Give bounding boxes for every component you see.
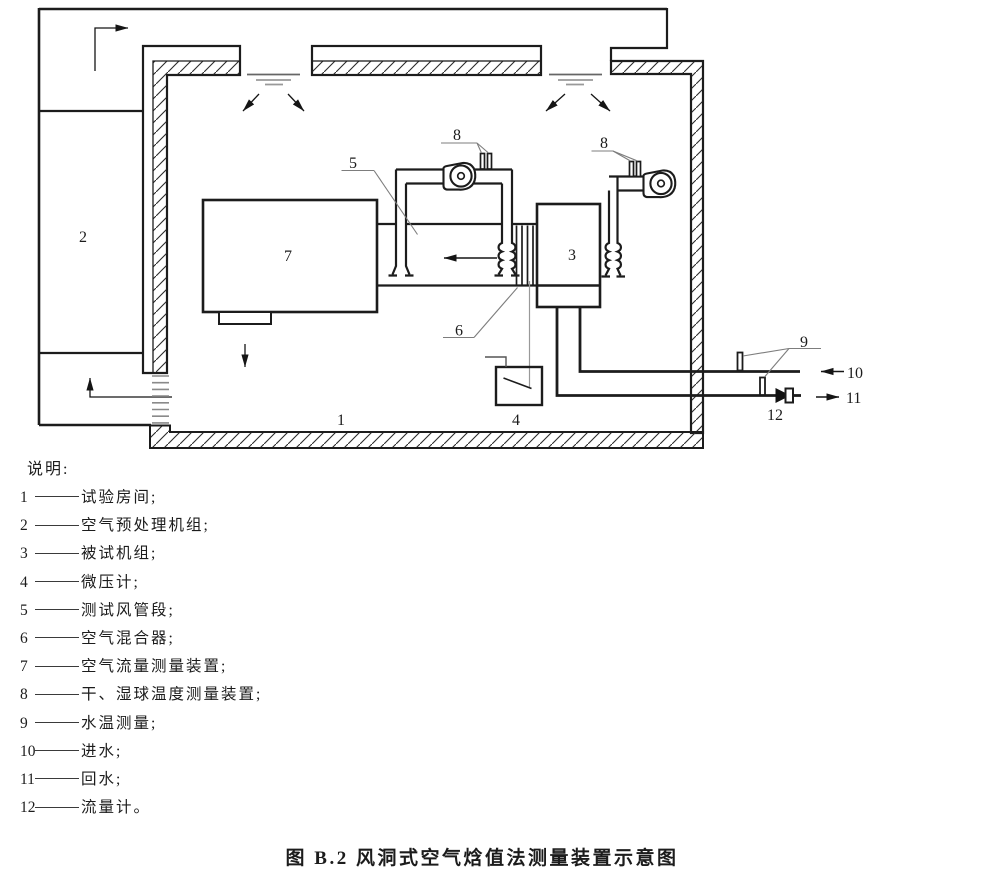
- sampling-fan: [442, 161, 477, 191]
- supply-flow-arrow: [94, 24, 129, 71]
- water-temp-sensor-return: [759, 376, 766, 396]
- dry-wet-bulb-sensor: [479, 152, 486, 170]
- label-8-duct: 8: [453, 127, 461, 144]
- label-4: 4: [512, 412, 520, 429]
- unit-under-test: 3: [535, 202, 602, 309]
- airflow-arrows-duct: [86, 24, 172, 398]
- device-outlet: [218, 311, 272, 325]
- room-walls: [141, 44, 705, 449]
- wall-right-ceiling: [609, 59, 705, 435]
- legend-dash: [35, 552, 79, 554]
- return-flow-arrow: [86, 377, 172, 398]
- test-duct: [377, 222, 537, 287]
- sampling-loop-outlet: 8: [591, 135, 677, 278]
- airflow-measure-device: 7: [201, 198, 379, 368]
- dry-wet-bulb-sensor: [635, 160, 642, 178]
- legend-dash: [35, 721, 79, 723]
- label-2: 2: [79, 229, 87, 246]
- ceiling-diffuser-left: [242, 73, 305, 112]
- legend-dash: [35, 637, 79, 639]
- label-11: 11: [846, 390, 861, 407]
- legend-dash: [35, 750, 79, 752]
- sampling-loop-duct: 8 5: [341, 127, 520, 277]
- ceiling-diffuser-right: [545, 73, 611, 112]
- label-6: 6: [455, 323, 463, 340]
- legend-dash: [35, 778, 79, 780]
- legend-title: 说明:: [27, 461, 70, 478]
- dry-wet-bulb-sensor: [486, 152, 493, 170]
- outer-duct: [37, 7, 669, 427]
- micro-manometer: 4 6: [443, 281, 544, 429]
- flow-meter: [775, 388, 791, 403]
- label-12: 12: [767, 407, 783, 424]
- label-10: 10: [847, 365, 863, 382]
- water-temp-sensor-inlet: [736, 351, 744, 372]
- label-3: 3: [568, 247, 576, 264]
- legend-dash: [35, 496, 79, 498]
- label-8-outlet: 8: [600, 135, 608, 152]
- legend-dash: [35, 581, 79, 582]
- legend-dash: [35, 806, 79, 808]
- legend-dash: [35, 524, 79, 526]
- figure-diagram: 7 3 9 10 11 12: [37, 7, 863, 449]
- label-5: 5: [349, 155, 357, 172]
- label-9: 9: [800, 334, 808, 351]
- legend-dash: [35, 693, 79, 695]
- return-grille: [152, 375, 169, 424]
- label-7: 7: [284, 248, 292, 265]
- floor: [149, 424, 704, 449]
- dry-wet-bulb-sensor: [628, 160, 635, 178]
- legend-dash: [35, 609, 79, 611]
- figure-caption: 图 B.2 风洞式空气焓值法测量装置示意图: [285, 848, 679, 869]
- legend-dash: [35, 665, 79, 667]
- label-1: 1: [337, 412, 345, 429]
- sampling-fan: [642, 169, 677, 199]
- water-piping: 9 10 11 12: [555, 307, 863, 424]
